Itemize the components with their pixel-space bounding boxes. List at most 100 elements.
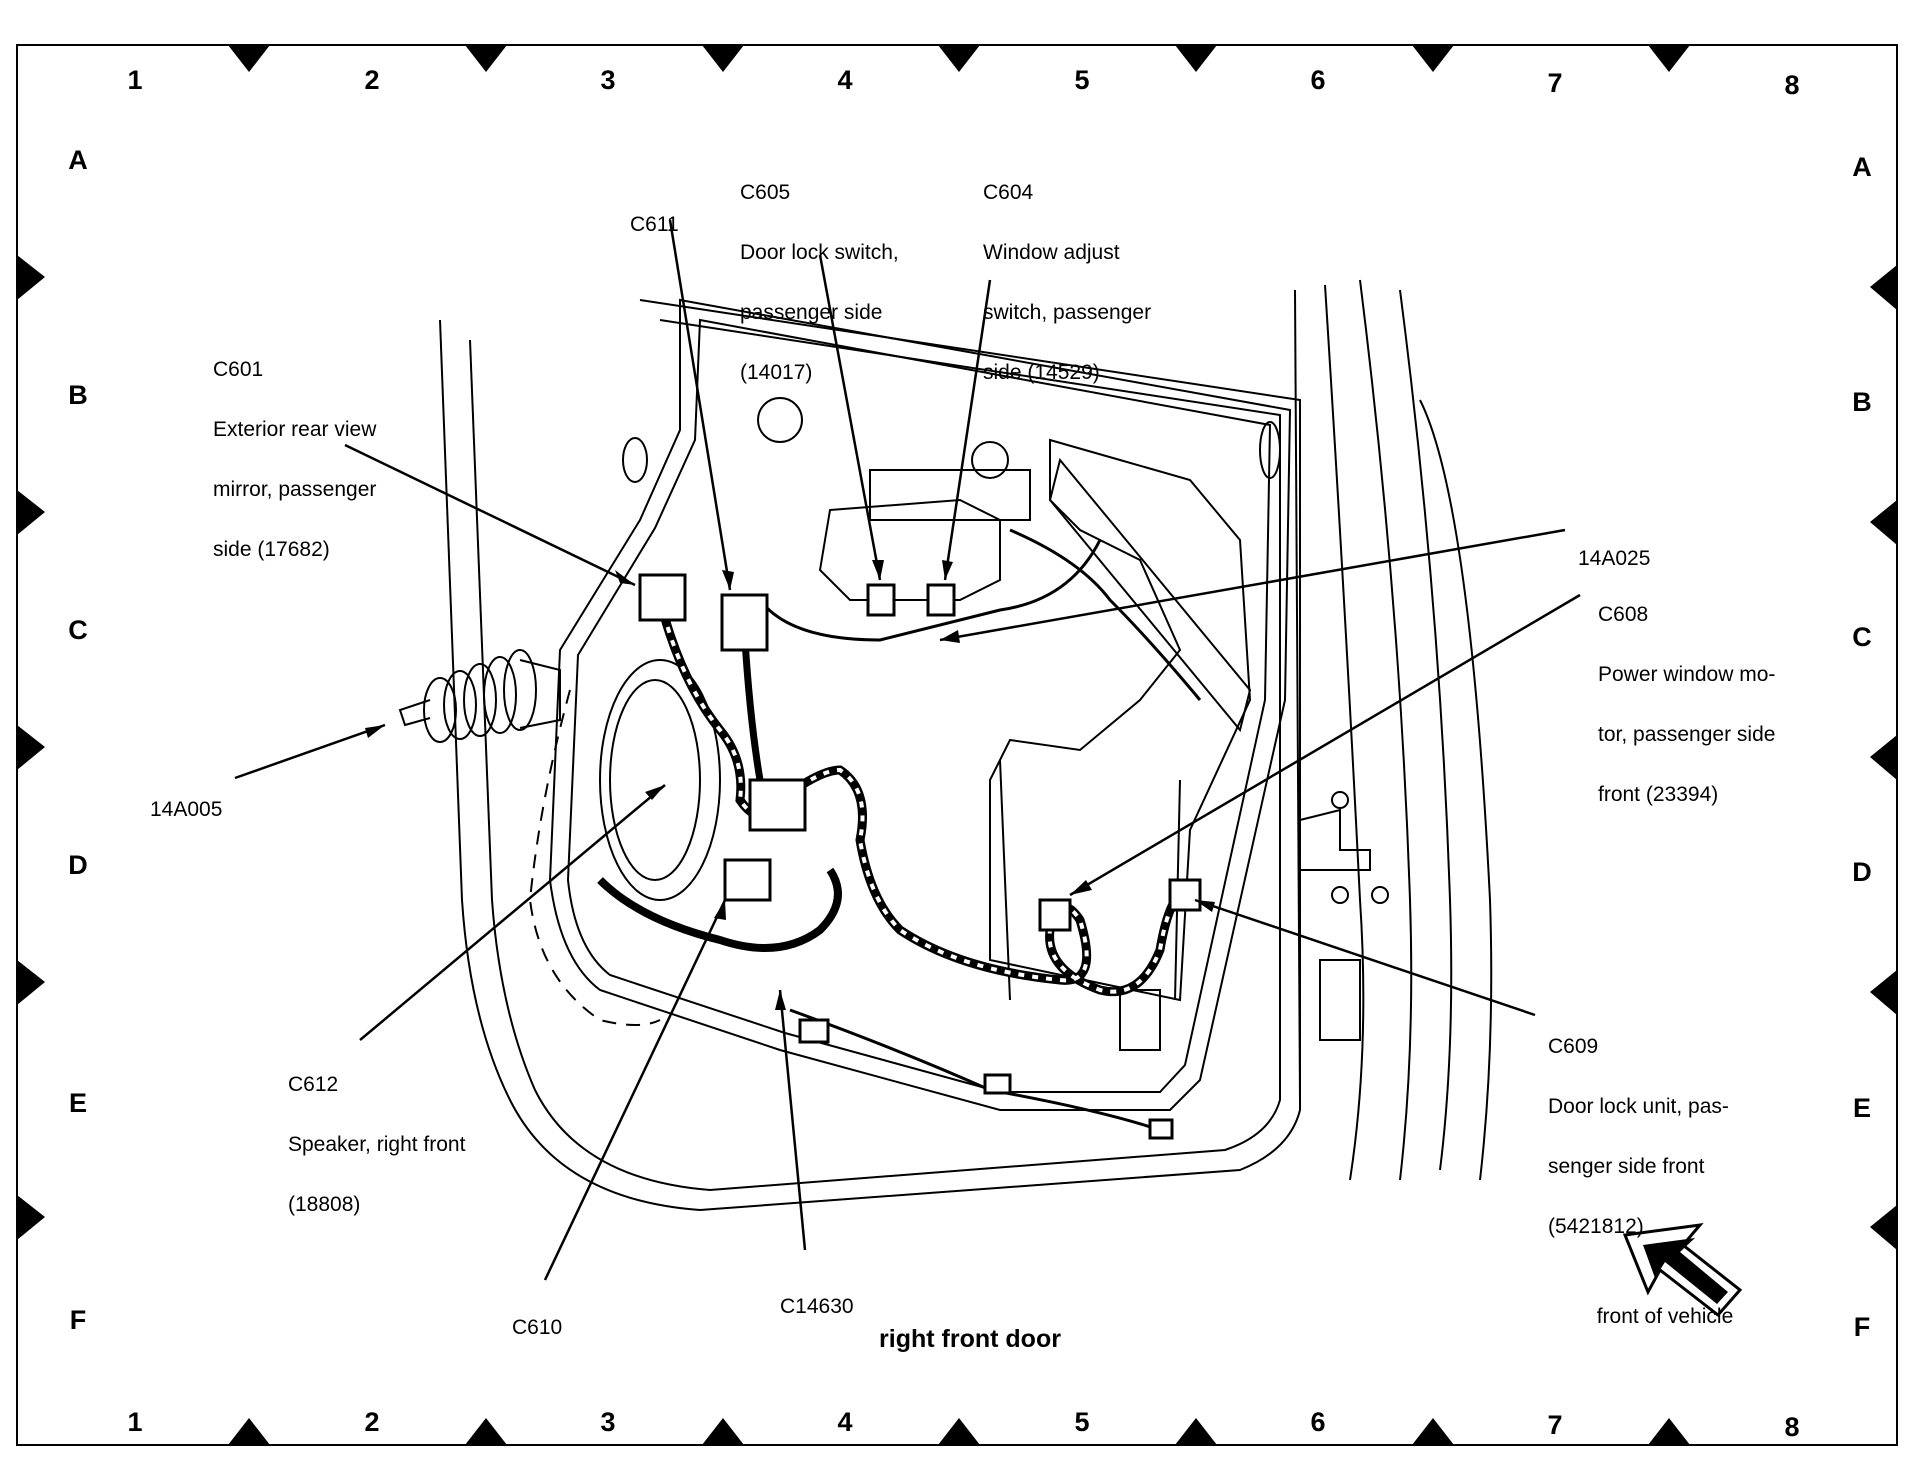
callout-c610: C610 — [512, 1283, 562, 1373]
callout-id: C610 — [512, 1316, 563, 1339]
grid-row-right: F — [1853, 1312, 1871, 1342]
callout-desc-line: Power window mo- — [1598, 663, 1776, 686]
window-regulator-frame — [989, 438, 1252, 1002]
grid-col-bottom: 5 — [1074, 1407, 1090, 1437]
diagram-title: right front door — [879, 1325, 1061, 1353]
grid-col-bottom: 8 — [1784, 1412, 1800, 1442]
callout-desc-line: (14017) — [740, 361, 813, 384]
door-bottom-bracket — [1319, 959, 1361, 1041]
wire-grommet-boot — [398, 649, 561, 743]
wiring-harness-upper — [741, 639, 764, 781]
callout-id: C601 — [213, 358, 264, 381]
door-frame-right-1 — [1294, 289, 1301, 1101]
grid-markers-top — [228, 45, 1690, 72]
callout-desc-line: switch, passenger — [983, 301, 1152, 324]
callout-desc-line: passenger side — [740, 301, 883, 324]
window-switch-housing — [869, 469, 1031, 521]
callout-desc-line: Door lock unit, pas- — [1548, 1095, 1729, 1118]
callout-desc-line: Window adjust — [983, 241, 1120, 264]
inner-panel — [548, 298, 1292, 1111]
callout-desc-line: (18808) — [288, 1193, 361, 1216]
grid-row-left: C — [68, 615, 88, 645]
callout-c604: C604 Window adjust switch, passenger sid… — [983, 148, 1151, 418]
callout-desc-line: Door lock switch, — [740, 241, 899, 264]
leader-arrowheads — [365, 560, 1215, 1010]
grid-markers-right — [1870, 265, 1897, 1250]
grid-col-top: 8 — [1784, 70, 1800, 100]
leader-c601 — [344, 443, 636, 587]
grid-col-top: 5 — [1074, 65, 1090, 95]
grid-row-right: A — [1852, 152, 1872, 182]
connector-c608 — [1038, 898, 1072, 932]
connector-c612 — [748, 778, 807, 832]
grid-row-left: F — [69, 1305, 87, 1335]
callout-desc-line: (5421812) — [1548, 1215, 1644, 1238]
inner-panel-edge — [566, 318, 1272, 1093]
connector-c605 — [866, 583, 896, 617]
callout-desc-line: Speaker, right front — [288, 1133, 466, 1156]
connector-c604 — [926, 583, 956, 617]
window-regulator-arm — [1048, 457, 1252, 733]
callout-desc-line: mirror, passenger — [213, 478, 377, 501]
door-frame-right-2 — [1324, 284, 1365, 1181]
speaker — [609, 679, 701, 881]
connector-c14630 — [798, 1018, 830, 1044]
callout-id: C604 — [983, 181, 1034, 204]
leader-c14630 — [778, 989, 807, 1251]
wiring-harness-outline — [658, 599, 1191, 994]
callout-desc-line: Exterior rear view — [213, 418, 377, 441]
grid-row-right: E — [1852, 1093, 1871, 1123]
latch-bolt — [1371, 886, 1389, 904]
grid-col-top: 7 — [1547, 68, 1563, 98]
wire-window-motor — [1009, 528, 1202, 701]
grid-row-right: D — [1852, 857, 1872, 887]
leader-c608 — [1069, 593, 1581, 897]
callout-id: C608 — [1598, 603, 1649, 626]
leader-c605 — [818, 254, 882, 581]
callout-c14630: C14630 — [780, 1262, 854, 1352]
grid-markers-bottom — [228, 1418, 1690, 1445]
door-latch — [1299, 808, 1371, 871]
callout-id: C611 — [630, 213, 679, 236]
callout-id: C609 — [1548, 1035, 1599, 1058]
grid-row-right: B — [1852, 387, 1872, 417]
callout-c611: C611 — [630, 180, 679, 270]
door-frame-right-5 — [1419, 399, 1493, 1181]
wiring-harness-lower — [597, 867, 842, 952]
leader-c611 — [668, 219, 732, 591]
callout-desc-line: tor, passenger side — [1598, 723, 1776, 746]
grid-col-top: 1 — [127, 65, 143, 95]
grid-row-left: A — [68, 145, 88, 175]
leader-c604 — [943, 279, 992, 581]
callout-desc-line: side (17682) — [213, 538, 330, 561]
callout-14a025: 14A025 — [1578, 514, 1650, 604]
access-hole — [1259, 421, 1281, 479]
connector-door-lock-wire — [983, 1073, 1012, 1095]
door-outer-shell-inner — [469, 319, 1281, 1192]
latch-bolt — [1331, 886, 1349, 904]
leader-c610 — [543, 899, 727, 1281]
grid-col-top: 4 — [837, 65, 853, 95]
wire-window-switch — [758, 539, 1102, 642]
access-hole — [757, 397, 803, 443]
callout-id: 14A005 — [150, 798, 223, 821]
leader-c609 — [1194, 898, 1536, 1017]
grid-row-left: B — [68, 380, 88, 410]
grid-col-top: 2 — [364, 65, 380, 95]
leader-14a005 — [234, 723, 386, 780]
door-bottom-bracket — [1119, 989, 1161, 1051]
access-hole — [622, 437, 648, 483]
callout-id: C605 — [740, 181, 791, 204]
connector-c601 — [638, 573, 687, 622]
grid-markers-left — [17, 255, 45, 1240]
callout-desc-line: senger side front — [1548, 1155, 1705, 1178]
callout-id: C14630 — [780, 1295, 854, 1318]
leader-c612 — [359, 784, 666, 1041]
callout-c601: C601 Exterior rear view mirror, passenge… — [213, 325, 376, 595]
callout-id: 14A025 — [1578, 547, 1651, 570]
callout-c609: C609 Door lock unit, pas- senger side fr… — [1548, 1002, 1729, 1272]
connector-c610 — [723, 858, 772, 902]
callout-c612: C612 Speaker, right front (18808) — [288, 1040, 465, 1250]
door-frame-right-4 — [1399, 289, 1453, 1171]
